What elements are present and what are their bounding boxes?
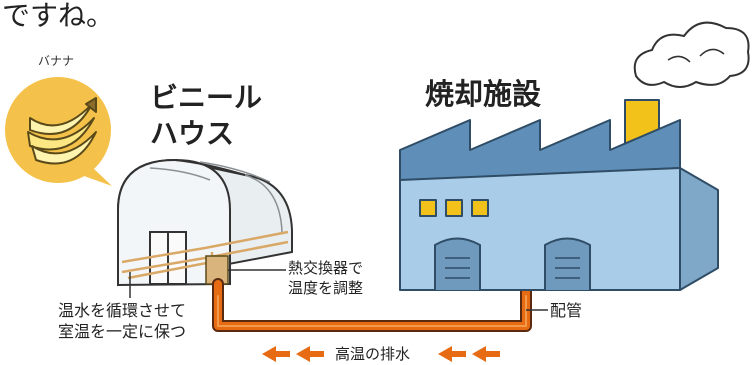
drain-arrows-right xyxy=(438,346,500,362)
plant-title: 焼却施設 xyxy=(425,77,542,111)
pipe-label: 配管 xyxy=(550,301,583,320)
hot-water-line1: 温水を循環させて xyxy=(58,301,187,320)
hot-water-pipe xyxy=(212,278,532,332)
banana-icon xyxy=(27,97,97,165)
callout-lines xyxy=(129,269,548,311)
hot-water-label: 温水を循環させて 室温を一定に保つ xyxy=(58,300,186,342)
heat-exchanger-label: 熱交換器で 温度を調整 xyxy=(288,258,363,298)
smoke-cloud-icon xyxy=(633,21,750,88)
greenhouse-title: ビニール ハウス xyxy=(150,80,262,152)
heat-exchanger-line1: 熱交換器で xyxy=(288,259,364,277)
incineration-plant xyxy=(399,99,719,291)
drainage-label: 高温の排水 xyxy=(335,345,411,363)
banana-label: バナナ xyxy=(38,54,75,68)
greenhouse-title-line2: ハウス xyxy=(150,117,235,150)
heat-exchanger-line2: 温度を調整 xyxy=(288,279,364,297)
intro-text: ですね。 xyxy=(2,0,115,32)
greenhouse xyxy=(117,158,293,287)
hot-water-line2: 室温を一定に保つ xyxy=(58,322,187,341)
drain-arrows-left xyxy=(262,346,324,362)
greenhouse-title-line1: ビニール xyxy=(150,81,263,114)
